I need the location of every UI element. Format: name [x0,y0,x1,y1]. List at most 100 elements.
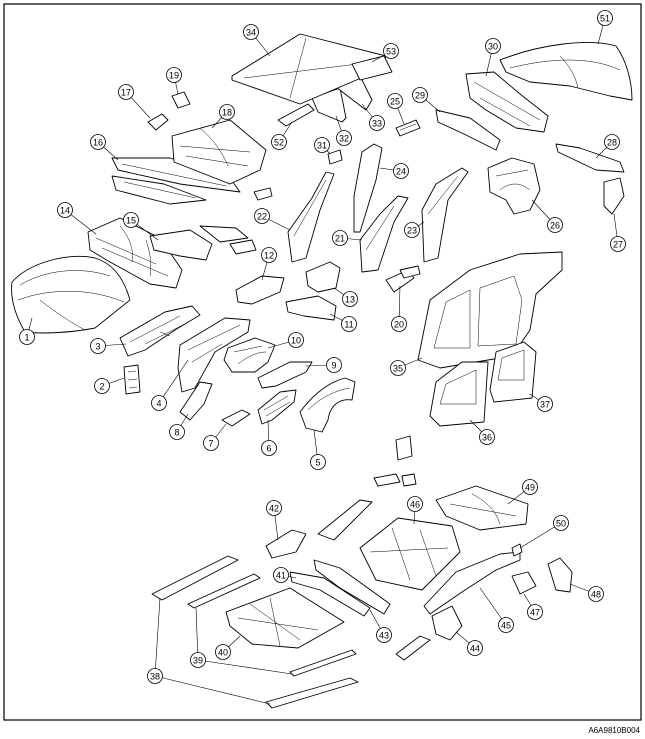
callout-circle [376,627,392,643]
callout-15: 15 [123,212,139,228]
callout-5: 5 [310,454,326,470]
callout-number: 35 [393,364,403,374]
callout-50: 50 [553,515,569,531]
callout-26: 26 [547,217,563,233]
callout-number: 9 [331,361,336,371]
callout-number: 5 [315,458,320,468]
callout-circle [604,134,620,150]
callout-number: 43 [379,631,389,641]
callout-circle [597,10,613,26]
callout-48: 48 [588,586,604,602]
callout-circle [407,496,423,512]
part-35-side-outer [417,251,563,369]
callout-number: 31 [317,141,327,151]
part-36-front-door [429,361,489,427]
part-2-bracket [123,364,141,395]
callout-number: 34 [246,28,256,38]
callout-23: 23 [404,222,420,238]
callout-number: 42 [269,504,279,514]
part-37-rear-door [489,341,537,403]
callout-number: 27 [613,240,623,250]
leader-line-50 [519,522,562,549]
callout-group: 1234567891011121314151617181920212223242… [19,10,626,684]
callout-circle [527,604,543,620]
callout-circle [90,134,106,150]
callout-28: 28 [604,134,620,150]
callout-25: 25 [387,93,403,109]
part-40-front-floor [225,587,345,649]
part-5-fender [299,377,356,433]
callout-4: 4 [151,395,167,411]
callout-45: 45 [498,617,514,633]
callout-number: 51 [600,14,610,24]
callout-circle [273,567,289,583]
callout-number: 45 [501,621,511,631]
callout-number: 12 [264,251,274,261]
part-30-rear-panel [465,71,549,133]
callout-number: 50 [556,519,566,529]
callout-51: 51 [597,10,613,26]
callout-circle [147,668,163,684]
callout-circle [553,515,569,531]
part-53-rear-header [351,55,393,81]
part-29-back-member [435,109,501,151]
callout-20: 20 [391,316,407,332]
part-6-mount [257,389,297,425]
part-12-member [235,275,285,305]
callout-number: 32 [339,134,349,144]
callout-22: 22 [254,208,270,224]
callout-number: 30 [488,42,498,52]
callout-circle [390,360,406,376]
callout-circle [219,104,235,120]
callout-circle [341,316,357,332]
callout-circle [57,202,73,218]
leader-line-38 [154,675,271,705]
callout-7: 7 [203,435,219,451]
part-46-rear-floor [359,517,461,591]
part-38-side-sill [151,555,359,709]
figure-code: A6A9810B004 [588,726,640,735]
part-16-cowl [111,157,273,205]
callout-number: 17 [121,88,131,98]
callout-36: 36 [479,429,495,445]
part-10-wheel-apron [223,337,276,373]
callout-number: 19 [169,71,179,81]
callout-number: 3 [95,342,100,352]
callout-circle [243,24,259,40]
callout-circle [467,640,483,656]
callout-53: 53 [383,43,399,59]
callout-circle [332,230,348,246]
callout-number: 8 [174,428,179,438]
callout-34: 34 [243,24,259,40]
callout-9: 9 [326,357,342,373]
callout-circle [215,644,231,660]
callout-47: 47 [527,604,543,620]
callout-number: 16 [93,138,103,148]
part-11-reinforcement [285,295,337,321]
part-28-rear-rail [555,143,625,173]
callout-circle [479,429,495,445]
callout-circle [391,316,407,332]
callout-2: 2 [94,378,110,394]
callout-number: 44 [470,644,480,654]
callout-number: 24 [396,167,406,177]
callout-39: 39 [190,652,206,668]
part-51-trunk-lid [499,42,633,101]
part-13-bracket [305,261,341,293]
part-49-spare-pan [435,485,529,531]
callout-circle [404,222,420,238]
callout-number: 48 [591,590,601,600]
part-45-rear-side-member [423,551,521,615]
callout-circle [393,163,409,179]
part-24-roof-rail [353,143,383,233]
callout-12: 12 [261,247,277,263]
part-7-member [221,409,251,427]
callout-circle [271,134,287,150]
part-20-member [385,265,421,293]
part-42-member [265,529,307,559]
callout-1: 1 [19,329,35,345]
part-41-crossmember [289,571,371,617]
callout-10: 10 [288,332,304,348]
diagram-frame [3,3,642,721]
